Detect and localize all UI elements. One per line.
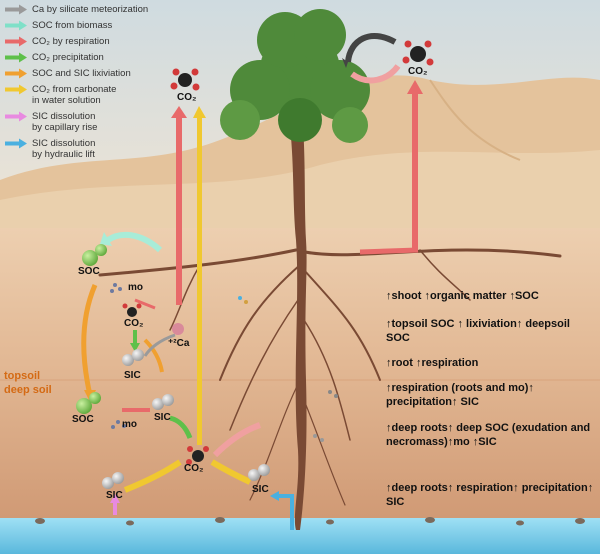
label-sic-hydraulic: SIC: [252, 484, 269, 495]
label-co2-top-left: CO₂: [177, 92, 197, 103]
statement-3: ↑root ↑respiration: [386, 357, 479, 369]
label-ca: ⁺²Ca: [168, 338, 190, 349]
legend-item-label: SOC and SIC lixiviation: [32, 68, 131, 79]
legend-arrow-icon: [5, 111, 27, 122]
ca-particle: [172, 323, 184, 335]
sic-particle-1: [122, 349, 144, 366]
statement-5: ↑deep roots↑ deep SOC (exudation and nec…: [386, 422, 591, 448]
legend-arrow-icon: [5, 138, 27, 149]
co2-molecule-deep: [186, 446, 209, 465]
label-co2-mid: CO₂: [124, 318, 144, 329]
legend-item-label: SIC dissolution by hydraulic lift: [32, 138, 96, 160]
legend-item: SOC from biomass: [4, 20, 164, 31]
label-sic-deep: SIC: [154, 412, 171, 423]
microorganisms: [110, 283, 338, 442]
label-co2-top-right: CO₂: [408, 66, 428, 77]
legend-arrow-icon: [5, 36, 27, 47]
sic-particle-2: [152, 394, 174, 410]
statement-4: ↑respiration (roots and mo)↑ precipitati…: [386, 382, 534, 408]
arrow-blue-hydraulic: [276, 494, 294, 530]
arrow-red-left: [176, 115, 182, 305]
arrow-uptake: [345, 33, 397, 63]
soc-particle-2: [76, 392, 101, 414]
zone-topsoil: topsoil: [4, 370, 41, 382]
arrow-yellow-deep-2: [210, 459, 252, 485]
statement-2: ↑topsoil SOC ↑ lixiviation↑ deepsoil SOC: [386, 318, 570, 344]
taproot: [294, 240, 307, 530]
co2-molecule-top-left: [170, 68, 200, 91]
legend-arrow-icon: [5, 4, 27, 15]
tree-trunk: [288, 110, 306, 240]
legend-item-label: Ca by silicate meteorization: [32, 4, 149, 15]
co2-molecule-mid: [122, 303, 142, 317]
arrow-grey-ca: [143, 333, 176, 357]
legend-arrow-icon: [5, 68, 27, 79]
legend-item: Ca by silicate meteorization: [4, 4, 164, 15]
arrow-orange-lixiviation: [81, 284, 98, 396]
label-soc-topsoil: SOC: [78, 266, 100, 277]
label-soc-deep: SOC: [72, 414, 94, 425]
legend-item-label: SOC from biomass: [32, 20, 113, 31]
legend-item-label: CO₂ precipitation: [32, 52, 104, 63]
tree-canopy: [220, 9, 370, 143]
sic-particle-3: [102, 472, 124, 489]
legend-arrow-icon: [5, 52, 27, 63]
co2-molecule-top-right: [402, 40, 434, 66]
arrow-yellow-deep-1: [123, 459, 182, 493]
label-sic-topsoil: SIC: [124, 370, 141, 381]
legend-item: SIC dissolution by hydraulic lift: [4, 138, 164, 160]
arrow-soc-biomass: [106, 231, 163, 253]
arrow-red-right: [412, 90, 418, 250]
arrow-yellow-vertical: [197, 115, 202, 445]
zone-deepsoil: deep soil: [4, 384, 52, 396]
legend-item: SOC and SIC lixiviation: [4, 68, 164, 79]
label-mo-topsoil: mo: [128, 282, 143, 293]
legend-item-label: CO₂ by respiration: [32, 36, 110, 47]
arrow-green-precip-2: [169, 415, 193, 439]
legend-item-label: SIC dissolution by capillary rise: [32, 111, 98, 133]
label-mo-deep: mo: [122, 419, 137, 430]
arrow-red-deep-2: [212, 422, 262, 458]
legend-item: SIC dissolution by capillary rise: [4, 111, 164, 133]
label-sic-capillary: SIC: [106, 490, 123, 501]
statement-1: ↑shoot ↑organic matter ↑SOC: [386, 290, 539, 302]
soc-particle-1: [82, 244, 107, 266]
legend-item: CO₂ precipitation: [4, 52, 164, 63]
sic-particle-4: [248, 464, 270, 481]
arrow-release: [350, 64, 401, 84]
legend-item: CO₂ by respiration: [4, 36, 164, 47]
legend-arrow-icon: [5, 84, 27, 95]
label-co2-deep: CO₂: [184, 463, 204, 474]
statement-6: ↑deep roots↑ respiration↑ precipitation↑…: [386, 482, 594, 508]
legend-item: CO₂ from carbonate in water solution: [4, 84, 164, 106]
legend-item-label: CO₂ from carbonate in water solution: [32, 84, 117, 106]
legend-arrow-icon: [5, 20, 27, 31]
